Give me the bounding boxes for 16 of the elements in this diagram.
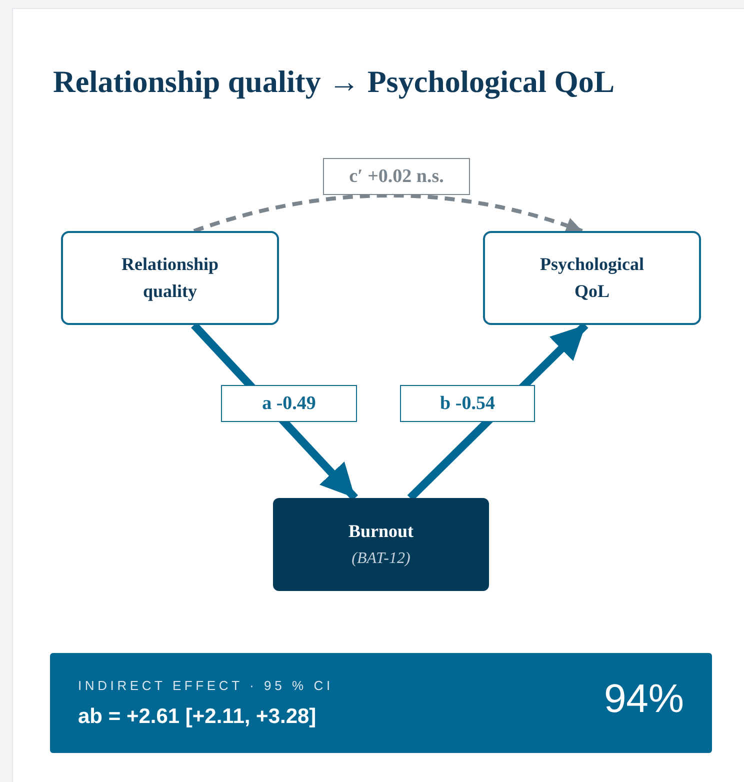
- effect-value: ab = +2.61 [+2.11, +3.28]: [78, 705, 316, 729]
- title: Relationship quality → Psychological QoL: [53, 64, 615, 100]
- result-banner: [50, 653, 712, 753]
- dashed-arrow: [193, 194, 583, 234]
- percentage-value: 94%: [604, 677, 684, 722]
- mediator-label: Burnout: [348, 521, 414, 542]
- effect-heading: INDIRECT EFFECT · 95 % CI: [78, 678, 334, 693]
- edge-label: c′ +0.02 n.s.: [323, 158, 470, 195]
- edge-label: a -0.49: [221, 385, 357, 422]
- scale-label: (BAT-12): [352, 550, 410, 568]
- variable-box: [61, 231, 279, 325]
- mediator-box: [273, 498, 489, 591]
- edge-label: b -0.54: [400, 385, 535, 422]
- variable-label: Relationship quality: [120, 253, 220, 303]
- variable-box: [483, 231, 701, 325]
- variable-label: Psychological QoL: [539, 253, 645, 303]
